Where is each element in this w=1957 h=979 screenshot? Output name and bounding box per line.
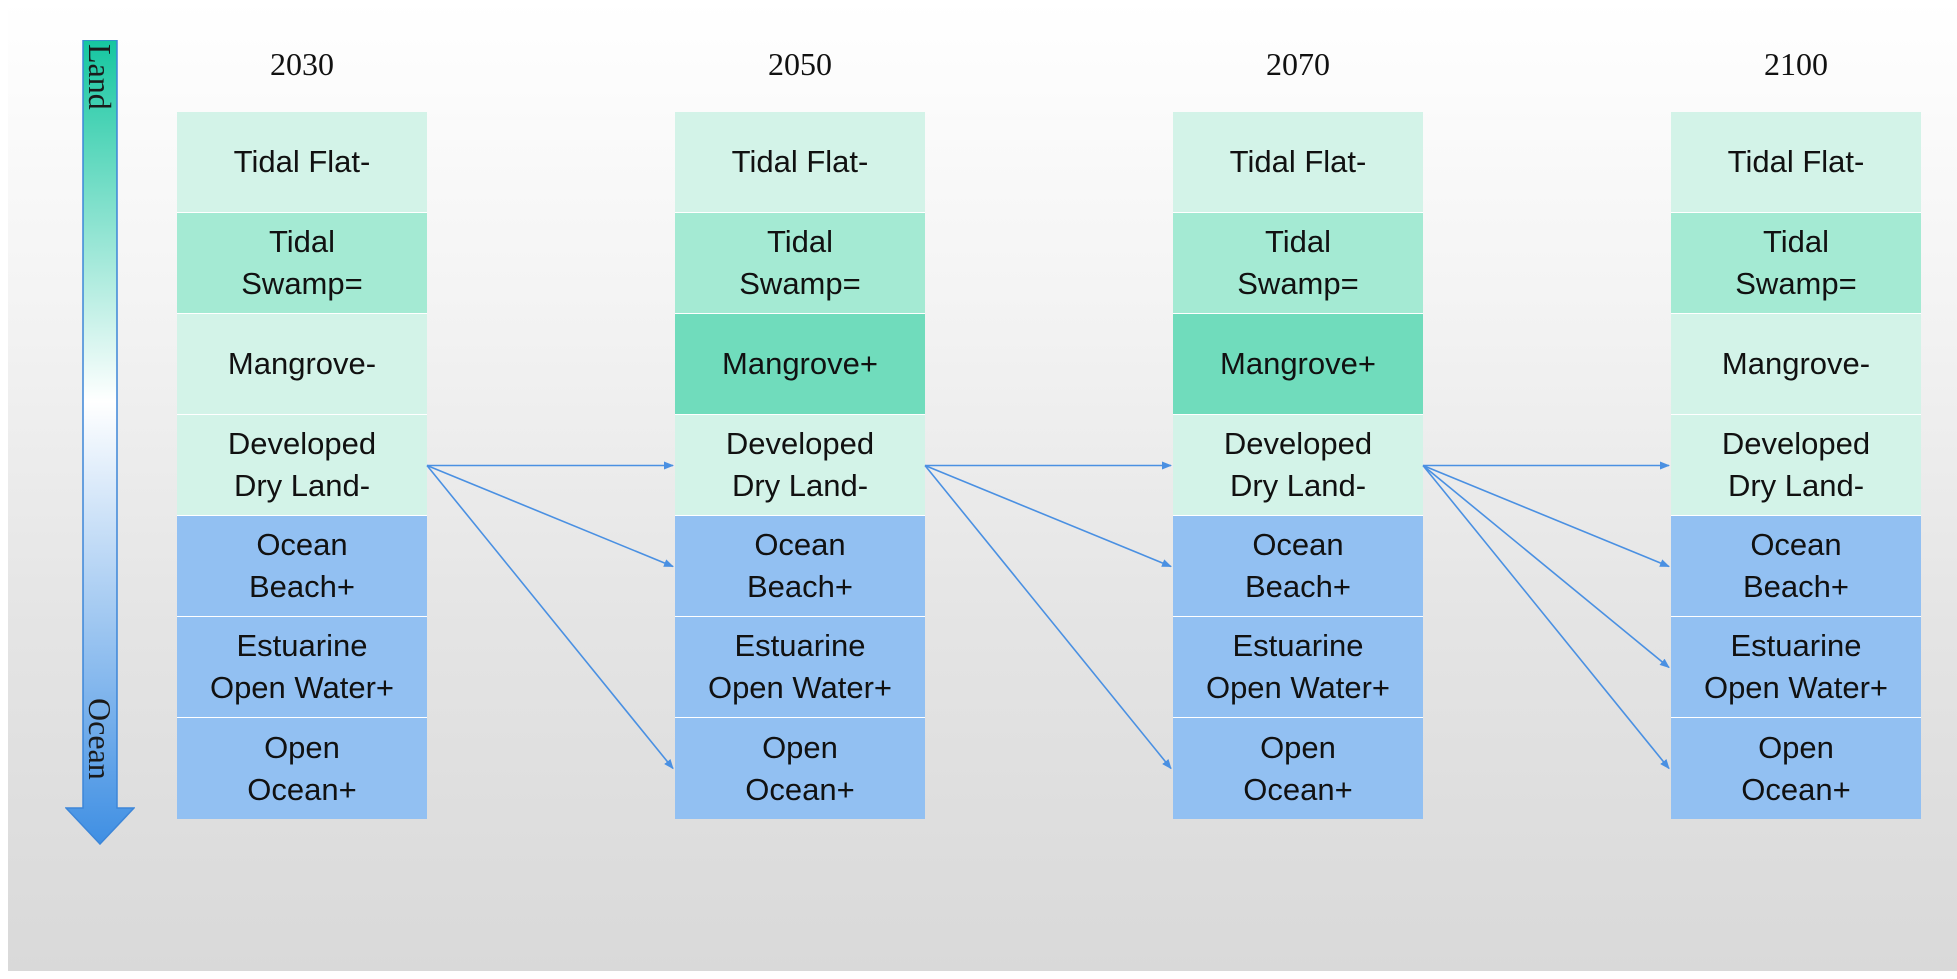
land-cover-cell: Developed Dry Land- — [675, 415, 925, 516]
land-cover-cell: Mangrove+ — [1173, 314, 1423, 415]
land-cover-cell: Open Ocean+ — [177, 718, 427, 819]
flow-arrow — [1422, 464, 1670, 770]
land-cover-cell: Mangrove+ — [675, 314, 925, 415]
land-cover-cell: Tidal Swamp= — [675, 213, 925, 314]
land-cover-cell: Estuarine Open Water+ — [1671, 617, 1921, 718]
land-cover-cell: Open Ocean+ — [1173, 718, 1423, 819]
land-cover-column-2030: Tidal Flat-Tidal Swamp=Mangrove-Develope… — [177, 112, 427, 819]
land-cover-cell: Estuarine Open Water+ — [1173, 617, 1423, 718]
land-cover-cell: Tidal Swamp= — [1671, 213, 1921, 314]
land-cover-cell: Open Ocean+ — [675, 718, 925, 819]
land-cover-cell: Ocean Beach+ — [1173, 516, 1423, 617]
land-cover-cell: Mangrove- — [1671, 314, 1921, 415]
axis-label-land: Land — [82, 44, 118, 110]
land-cover-cell: Developed Dry Land- — [177, 415, 427, 516]
flow-arrow — [924, 464, 1172, 568]
land-cover-cell: Tidal Swamp= — [177, 213, 427, 314]
flow-arrow — [426, 464, 674, 770]
land-cover-column-2100: Tidal Flat-Tidal Swamp=Mangrove-Develope… — [1671, 112, 1921, 819]
land-cover-cell: Developed Dry Land- — [1671, 415, 1921, 516]
flow-arrow — [924, 464, 1172, 770]
year-label-2050: 2050 — [768, 46, 832, 82]
land-cover-cell: Tidal Flat- — [177, 112, 427, 213]
land-cover-column-2050: Tidal Flat-Tidal Swamp=Mangrove+Develope… — [675, 112, 925, 819]
year-label-2070: 2070 — [1266, 46, 1330, 82]
year-label-2100: 2100 — [1764, 46, 1828, 82]
land-cover-cell: Ocean Beach+ — [675, 516, 925, 617]
year-label-2030: 2030 — [270, 46, 334, 82]
land-ocean-gradient-arrow-icon — [65, 40, 135, 845]
land-cover-cell: Developed Dry Land- — [1173, 415, 1423, 516]
land-cover-cell: Tidal Flat- — [1173, 112, 1423, 213]
flow-arrow — [1422, 464, 1670, 669]
land-cover-cell: Estuarine Open Water+ — [177, 617, 427, 718]
land-cover-cell: Tidal Swamp= — [1173, 213, 1423, 314]
land-cover-cell: Tidal Flat- — [1671, 112, 1921, 213]
land-cover-cell: Ocean Beach+ — [177, 516, 427, 617]
flow-arrow — [1422, 464, 1670, 568]
land-cover-cell: Open Ocean+ — [1671, 718, 1921, 819]
flow-arrow — [426, 464, 674, 568]
axis-label-ocean: Ocean — [82, 698, 118, 780]
land-cover-cell: Estuarine Open Water+ — [675, 617, 925, 718]
land-cover-cell: Ocean Beach+ — [1671, 516, 1921, 617]
land-cover-column-2070: Tidal Flat-Tidal Swamp=Mangrove+Develope… — [1173, 112, 1423, 819]
land-cover-cell: Mangrove- — [177, 314, 427, 415]
land-cover-cell: Tidal Flat- — [675, 112, 925, 213]
